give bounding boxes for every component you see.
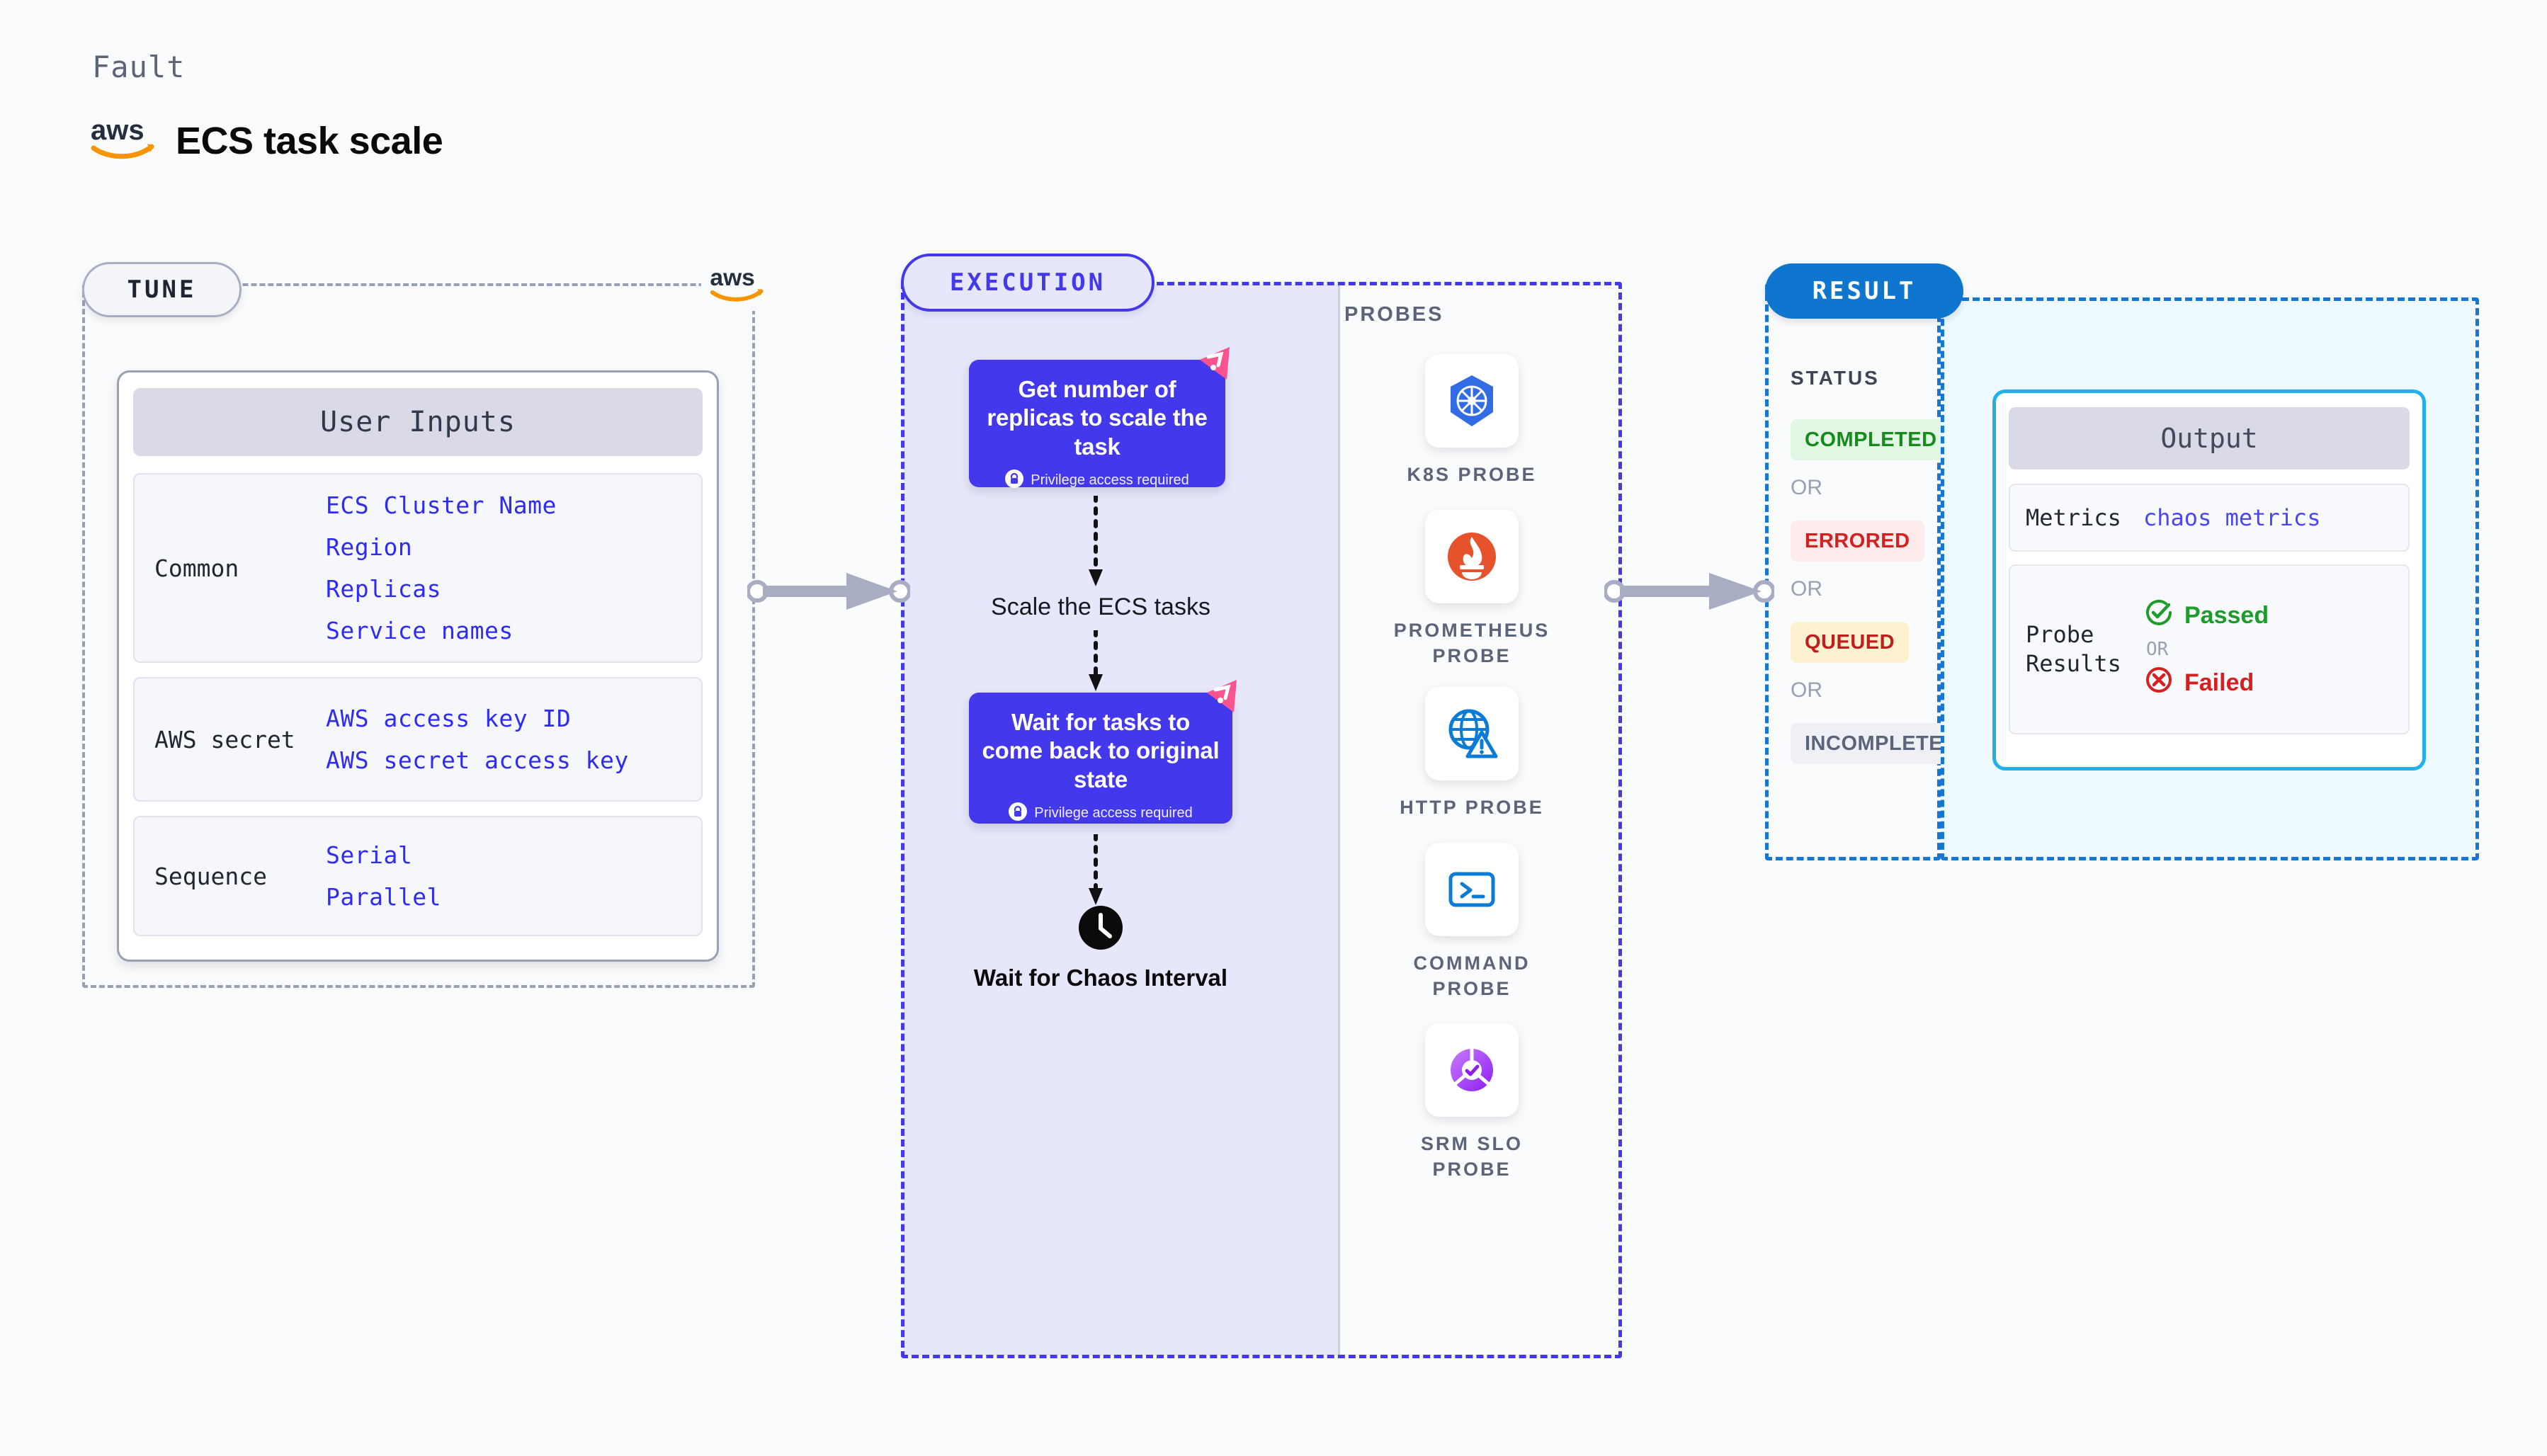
lock-icon	[1005, 469, 1024, 492]
svg-text:aws: aws	[91, 117, 144, 146]
privilege-note: Privilege access required	[980, 802, 1221, 825]
input-group-label: Common	[154, 554, 239, 582]
input-value[interactable]: Replicas	[326, 575, 441, 603]
wait-caption: Wait for Chaos Interval	[973, 965, 1228, 991]
aws-logo-icon: aws	[91, 115, 156, 164]
probe-k8s[interactable]: K8S PROBE	[1390, 354, 1553, 487]
x-circle-icon	[2143, 664, 2174, 702]
input-values: ECS Cluster Name Region Replicas Service…	[326, 491, 557, 644]
input-value[interactable]: Service names	[326, 617, 514, 644]
execution-section-frame	[901, 282, 1622, 1358]
input-values: AWS access key ID AWS secret access key	[326, 705, 629, 774]
kubernetes-icon	[1425, 354, 1519, 448]
execution-step-1[interactable]: Get number of replicas to scale the task…	[969, 347, 1230, 488]
input-group-label: Sequence	[154, 862, 267, 890]
clock-icon	[1078, 906, 1123, 953]
output-metrics-row: Metrics chaos metrics	[2009, 484, 2410, 552]
lock-icon	[1009, 802, 1028, 825]
execution-step-title: Wait for tasks to come back to original …	[982, 709, 1220, 792]
probe-label: PROMETHEUS PROBE	[1393, 620, 1550, 667]
input-value[interactable]: Region	[326, 533, 413, 561]
user-inputs-title: User Inputs	[133, 388, 703, 456]
input-group-label: AWS secret	[154, 725, 295, 753]
tune-section-frame	[82, 283, 755, 988]
input-group-sequence: Sequence Serial Parallel	[133, 816, 703, 936]
connector-execution-to-result	[1603, 570, 1776, 616]
probe-result-failed-label: Failed	[2184, 669, 2254, 696]
check-circle-icon	[2143, 597, 2174, 635]
flow-arrow-down	[1087, 832, 1105, 911]
probe-result-failed: Failed	[2143, 664, 2269, 702]
chaos-ribbon-icon	[1190, 344, 1235, 390]
probe-label: HTTP PROBE	[1400, 797, 1544, 818]
privilege-label: Privilege access required	[1031, 472, 1189, 489]
user-inputs-card: User Inputs Common ECS Cluster Name Regi…	[117, 370, 719, 962]
svg-text:aws: aws	[710, 266, 754, 291]
chaos-ribbon-icon	[1197, 677, 1242, 723]
privilege-label: Privilege access required	[1034, 805, 1193, 821]
privilege-note: Privilege access required	[982, 469, 1213, 492]
input-value[interactable]: Parallel	[326, 883, 441, 911]
execution-step-title: Get number of replicas to scale the task	[987, 376, 1208, 460]
or-separator: OR	[1791, 476, 1822, 499]
flow-arrow-down	[1087, 628, 1105, 698]
output-card-title: Output	[2009, 407, 2410, 470]
output-metrics-label: Metrics	[2026, 504, 2121, 531]
or-separator: OR	[1791, 577, 1822, 601]
probe-label: COMMAND PROBE	[1413, 952, 1531, 1000]
tune-badge: TUNE	[82, 262, 242, 317]
page-title: ECS task scale	[176, 119, 443, 162]
probe-command[interactable]: COMMAND PROBE	[1390, 843, 1553, 1002]
aws-logo-icon: aws	[701, 262, 773, 311]
execution-mid-label: Scale the ECS tasks	[991, 593, 1210, 620]
probe-http[interactable]: HTTP PROBE	[1390, 687, 1553, 820]
wait-for-chaos-interval: Wait for Chaos Interval	[969, 905, 1232, 992]
status-title: STATUS	[1791, 367, 1880, 389]
prometheus-icon	[1425, 510, 1519, 603]
input-group-aws-secret: AWS secret AWS access key ID AWS secret …	[133, 677, 703, 802]
input-values: Serial Parallel	[326, 841, 441, 911]
page-title-row: aws ECS task scale	[91, 115, 443, 164]
output-probe-results-label: Probe Results	[2026, 621, 2121, 677]
input-value[interactable]: AWS secret access key	[326, 746, 629, 774]
probe-prometheus[interactable]: PROMETHEUS PROBE	[1390, 510, 1553, 669]
terminal-icon	[1425, 843, 1519, 936]
page-eyebrow: Fault	[92, 50, 186, 84]
probes-title: PROBES	[1344, 303, 1444, 326]
status-badge-completed: COMPLETED	[1791, 419, 1951, 460]
input-value[interactable]: ECS Cluster Name	[326, 491, 557, 519]
status-badge-errored: ERRORED	[1791, 521, 1924, 562]
execution-badge: EXECUTION	[901, 254, 1155, 312]
flow-arrow-down	[1087, 494, 1105, 594]
probe-label: SRM SLO PROBE	[1420, 1133, 1523, 1181]
probe-label: K8S PROBE	[1407, 464, 1537, 485]
probe-result-passed-label: Passed	[2184, 602, 2269, 629]
probe-result-passed: Passed	[2143, 597, 2269, 635]
output-probe-results-row: Probe Results Passed OR	[2009, 564, 2410, 734]
probe-srm-slo[interactable]: SRM SLO PROBE	[1390, 1023, 1553, 1183]
output-metrics-value[interactable]: chaos metrics	[2143, 504, 2321, 531]
execution-probes-divider	[1338, 285, 1340, 1355]
execution-step-2[interactable]: Wait for tasks to come back to original …	[969, 680, 1237, 825]
input-value[interactable]: Serial	[326, 841, 413, 869]
output-probe-results-values: Passed OR Failed	[2143, 597, 2269, 702]
connector-tune-to-execution	[746, 570, 912, 616]
or-separator: OR	[1791, 678, 1822, 702]
srm-slo-donut-icon	[1425, 1023, 1519, 1117]
http-globe-warning-icon	[1425, 687, 1519, 780]
input-value[interactable]: AWS access key ID	[326, 705, 572, 732]
result-badge: RESULT	[1765, 263, 1963, 319]
status-badge-queued: QUEUED	[1791, 622, 1910, 663]
output-card: Output Metrics chaos metrics Probe Resul…	[1992, 389, 2426, 770]
or-separator: OR	[2146, 639, 2169, 660]
input-group-common: Common ECS Cluster Name Region Replicas …	[133, 473, 703, 663]
